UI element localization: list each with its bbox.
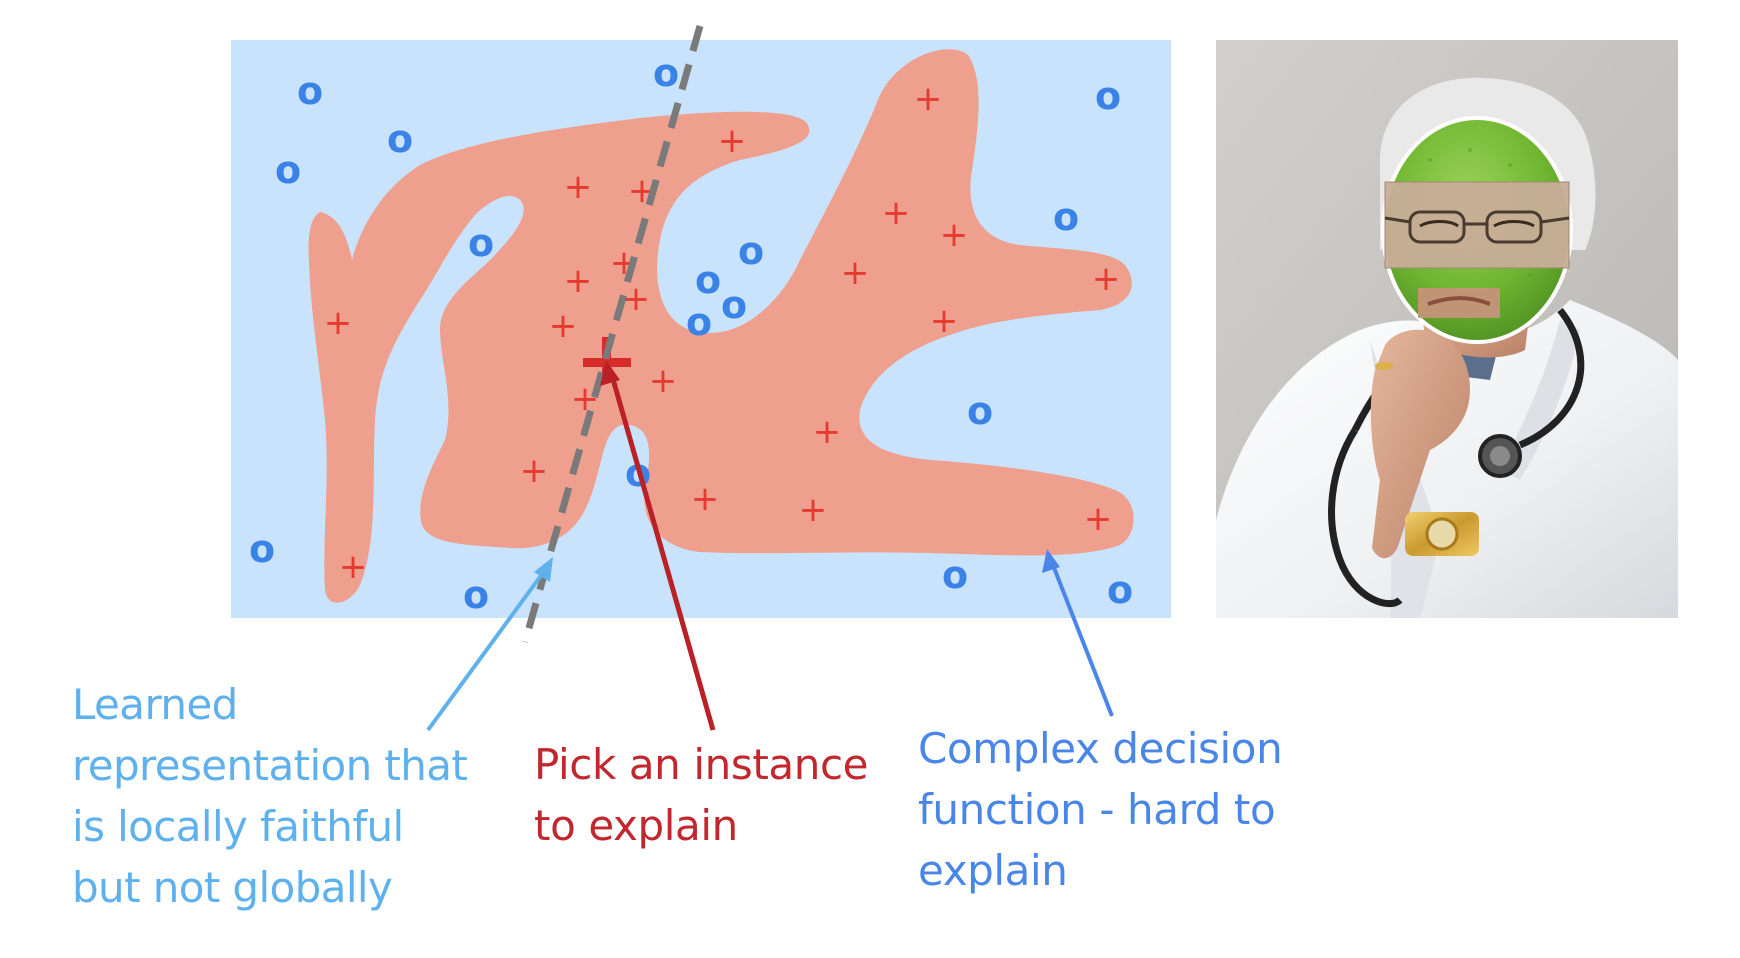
positive-point: +: [339, 547, 368, 587]
negative-point: o: [275, 148, 301, 192]
negative-point: o: [721, 283, 747, 327]
pick-instance-caption: Pick an instance to explain: [534, 734, 868, 856]
local-linear-boundary: [521, 25, 704, 643]
positive-point: +: [564, 261, 593, 301]
positive-markers: + + + + + + + + + + + + + + + + + + + + …: [324, 79, 1121, 587]
negative-markers: o o o o o o o o o o o o o o o o o: [249, 51, 1133, 617]
positive-point: +: [914, 79, 943, 119]
negative-point: o: [463, 573, 489, 617]
caption-line: is locally faithful: [72, 802, 404, 851]
positive-point: +: [882, 193, 911, 233]
caption-line: representation that: [72, 741, 468, 790]
positive-point: +: [549, 306, 578, 346]
negative-point: o: [942, 553, 968, 597]
doctor-photo-icon: [1216, 40, 1678, 618]
negative-point: o: [967, 389, 993, 433]
positive-point: +: [324, 303, 353, 343]
negative-point: o: [387, 117, 413, 161]
caption-line: Complex decision: [918, 724, 1283, 773]
positive-point: +: [520, 451, 549, 491]
arrow-complex: [1042, 549, 1114, 717]
caption-line: function - hard to: [918, 785, 1276, 834]
arrow-learned: [426, 557, 553, 732]
positive-point: +: [813, 412, 842, 452]
positive-point: +: [799, 490, 828, 530]
caption-line: but not globally: [72, 863, 393, 912]
positive-point: +: [649, 361, 678, 401]
positive-point: +: [564, 167, 593, 207]
complex-decision-region: [308, 49, 1134, 603]
negative-point: o: [1053, 195, 1079, 239]
negative-point: o: [249, 527, 275, 571]
positive-point: +: [841, 253, 870, 293]
positive-point: +: [622, 279, 651, 319]
positive-point: +: [940, 215, 969, 255]
complex-decision-caption: Complex decision function - hard to expl…: [918, 718, 1283, 901]
negative-point: o: [468, 221, 494, 265]
positive-point: +: [718, 121, 747, 161]
negative-point: o: [1107, 568, 1133, 612]
positive-point: +: [691, 479, 720, 519]
caption-line: explain: [918, 846, 1068, 895]
negative-point: o: [695, 258, 721, 302]
positive-point: +: [1084, 499, 1113, 539]
negative-point: o: [1095, 74, 1121, 118]
negative-point: o: [653, 51, 679, 95]
positive-point: +: [1092, 259, 1121, 299]
positive-point: +: [930, 301, 959, 341]
negative-point: o: [738, 229, 764, 273]
learned-representation-caption: Learned representation that is locally f…: [72, 674, 468, 918]
caption-line: Pick an instance: [534, 740, 869, 789]
caption-line: Learned: [72, 680, 238, 729]
negative-point: o: [297, 69, 323, 113]
arrow-pick: [600, 360, 716, 731]
caption-line: to explain: [534, 801, 738, 850]
negative-point: o: [686, 300, 712, 344]
